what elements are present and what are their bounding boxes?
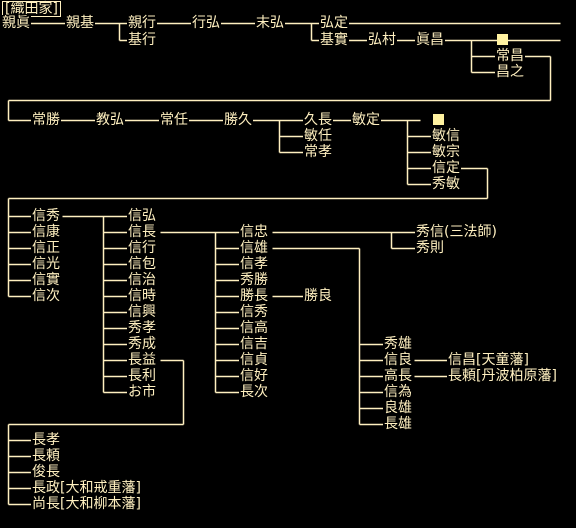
person: 高長: [383, 368, 413, 384]
person: 信良: [383, 352, 413, 368]
person: 敏信: [431, 128, 461, 144]
person: 長頼: [31, 448, 61, 464]
person: 弘村: [367, 32, 397, 48]
person: 信秀: [31, 208, 61, 224]
person: 信定: [431, 160, 461, 176]
marker-square: [433, 114, 444, 125]
person: 信吉: [239, 336, 269, 352]
person: 基實: [319, 32, 349, 48]
person: 勝久: [223, 112, 253, 128]
person: 常勝: [31, 112, 61, 128]
person: 信光: [31, 256, 61, 272]
person: 良雄: [383, 400, 413, 416]
person: 長益: [127, 352, 157, 368]
person: 信昌[天童藩]: [447, 352, 530, 368]
person: 信正: [31, 240, 61, 256]
person: 親眞: [1, 15, 31, 31]
person: 信秀: [239, 304, 269, 320]
person: 親基: [65, 15, 95, 31]
person: 信孝: [239, 256, 269, 272]
person: 常任: [159, 112, 189, 128]
person: 長頼[丹波柏原藩]: [447, 368, 558, 384]
person: 秀則: [415, 240, 445, 256]
person: 末弘: [255, 15, 285, 31]
person: 信次: [31, 288, 61, 304]
person: 信高: [239, 320, 269, 336]
person: お市: [127, 384, 157, 400]
person: 信忠: [239, 224, 269, 240]
person: 敏任: [303, 128, 333, 144]
person: 基行: [127, 32, 157, 48]
person: 秀勝: [239, 272, 269, 288]
person: 信行: [127, 240, 157, 256]
chart-title: [織田家]: [2, 1, 61, 17]
person: 弘定: [319, 15, 349, 31]
person: 長雄: [383, 416, 413, 432]
person: 信實: [31, 272, 61, 288]
person: 秀信(三法師): [415, 224, 498, 240]
person: 信康: [31, 224, 61, 240]
person: 親行: [127, 15, 157, 31]
person: 常孝: [303, 144, 333, 160]
person: 勝良: [303, 288, 333, 304]
marker-square: [497, 34, 508, 45]
person: 信興: [127, 304, 157, 320]
person: 教弘: [95, 112, 125, 128]
person: 信時: [127, 288, 157, 304]
person: 長政[大和戒重藩]: [31, 480, 142, 496]
person: 尚長[大和柳本藩]: [31, 496, 142, 512]
person: 長利: [127, 368, 157, 384]
person: 常昌: [495, 48, 525, 64]
person: 信弘: [127, 208, 157, 224]
person: 信雄: [239, 240, 269, 256]
person: 長次: [239, 384, 269, 400]
person: 秀成: [127, 336, 157, 352]
person: 信貞: [239, 352, 269, 368]
person: 秀雄: [383, 336, 413, 352]
person: 敏定: [351, 112, 381, 128]
person: 昌之: [495, 64, 525, 80]
person: 眞昌: [415, 32, 445, 48]
person: 長孝: [31, 432, 61, 448]
person: 秀孝: [127, 320, 157, 336]
person: 信好: [239, 368, 269, 384]
person: 信治: [127, 272, 157, 288]
person: 信包: [127, 256, 157, 272]
person: 信為: [383, 384, 413, 400]
person: 敏宗: [431, 144, 461, 160]
person: 俊長: [31, 464, 61, 480]
person: 行弘: [191, 15, 221, 31]
person: 信長: [127, 224, 157, 240]
person: 久長: [303, 112, 333, 128]
person: 秀敏: [431, 176, 461, 192]
person: 勝長: [239, 288, 269, 304]
